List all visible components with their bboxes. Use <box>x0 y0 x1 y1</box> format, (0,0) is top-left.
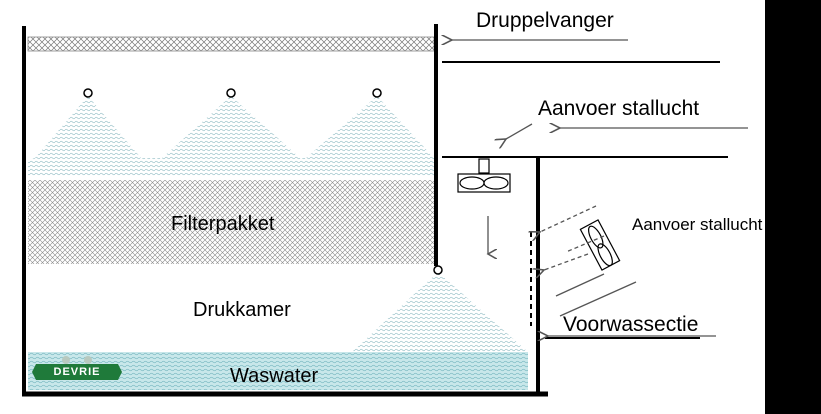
spray-cone <box>162 96 300 158</box>
nozzle-icon <box>433 265 443 275</box>
spray-cone <box>35 96 141 158</box>
arrow-side-dashed-1 <box>540 205 597 232</box>
arrow-diag-low-2 <box>555 273 605 297</box>
label-filterpakket: Filterpakket <box>171 213 275 235</box>
arrow-side-dashed-2 <box>544 253 589 270</box>
logo-text: DEVRIE <box>53 366 101 378</box>
label-voorwassectie: Voorwassectie <box>563 313 699 336</box>
label-drukkamer: Drukkamer <box>193 299 291 321</box>
devrie-logo <box>32 356 122 380</box>
label-aanvoer-stallucht-top: Aanvoer stallucht <box>538 97 700 120</box>
devrie-logo-text-holder: DEVRIE <box>36 358 118 384</box>
flow-arrows <box>452 40 748 336</box>
arrow-diag-low-1 <box>559 281 637 317</box>
spray-nozzles-top <box>28 88 434 176</box>
druppelvanger-band <box>27 36 435 52</box>
fan-icon <box>457 158 511 193</box>
nozzle-icon <box>226 88 236 98</box>
arrow-diag-top <box>506 123 533 139</box>
filterpakket-block <box>28 180 434 264</box>
nozzle-icon <box>372 88 382 98</box>
label-aanvoer-stallucht-side: Aanvoer stallucht <box>632 216 763 233</box>
label-waswater: Waswater <box>230 365 319 387</box>
nozzle-icon <box>83 88 93 98</box>
fan-icon-side <box>579 219 621 271</box>
spray-cone <box>306 96 434 158</box>
label-druppelvanger: Druppelvanger <box>476 9 614 32</box>
spray-cone-drukkamer <box>352 272 528 352</box>
